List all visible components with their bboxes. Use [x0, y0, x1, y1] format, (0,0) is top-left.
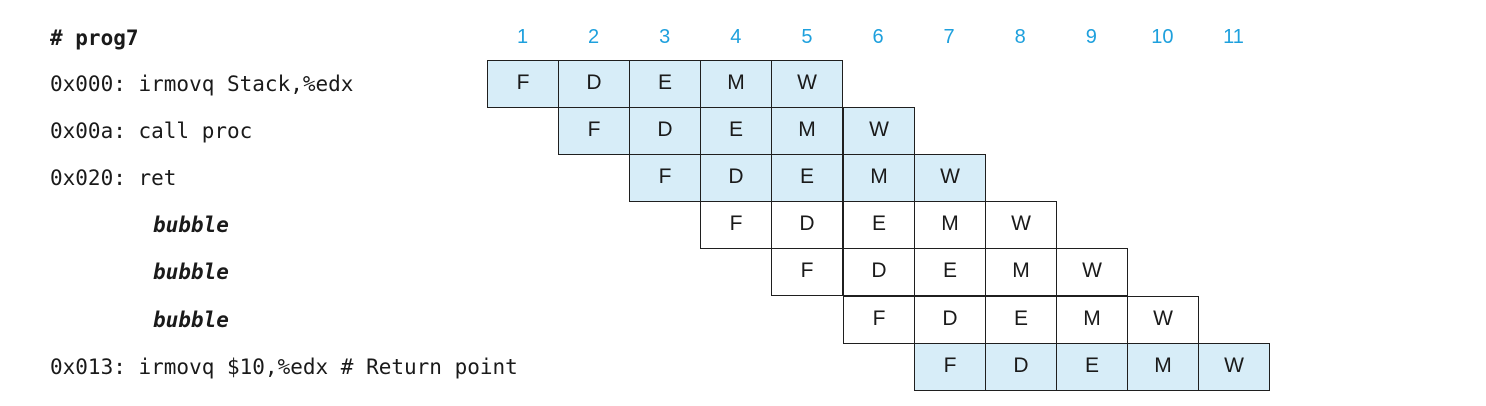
stage-E-cell: E — [629, 60, 701, 108]
stage-D-cell: D — [771, 201, 843, 249]
stage-F-cell: F — [629, 154, 701, 202]
stage-F-cell: F — [700, 201, 772, 249]
stage-W-cell: W — [771, 60, 843, 108]
stage-E-cell: E — [843, 201, 915, 249]
stage-F-cell: F — [558, 107, 630, 155]
cycle-number-11: 11 — [1223, 26, 1244, 48]
stage-F-cell: F — [771, 248, 843, 296]
stage-E-cell: E — [914, 248, 986, 296]
instruction-label: 0x020: ret — [50, 166, 177, 191]
cycle-number-2: 2 — [588, 26, 600, 48]
stage-M-cell: M — [843, 154, 915, 202]
cycle-number-4: 4 — [730, 26, 742, 48]
stage-M-cell: M — [1056, 296, 1128, 344]
stage-W-cell: W — [914, 154, 986, 202]
bubble-label: bubble — [153, 260, 229, 285]
cycle-number-9: 9 — [1085, 26, 1097, 48]
instruction-label: 0x000: irmovq Stack,%edx — [50, 72, 354, 96]
instruction-label: 0x013: irmovq $10,%edx # Return point — [50, 354, 518, 379]
stage-D-cell: D — [558, 60, 630, 108]
stage-W-cell: W — [1127, 296, 1199, 344]
stage-E-cell: E — [771, 154, 843, 202]
cycle-number-3: 3 — [659, 26, 671, 48]
stage-M-cell: M — [1127, 343, 1199, 391]
stage-W-cell: W — [1056, 248, 1128, 296]
cycle-number-10: 10 — [1151, 26, 1174, 48]
cycle-number-7: 7 — [943, 26, 955, 48]
cycle-number-6: 6 — [872, 26, 884, 48]
bubble-label: bubble — [153, 307, 229, 332]
bubble-label: bubble — [153, 213, 229, 238]
stage-M-cell: M — [771, 107, 843, 155]
instruction-label: 0x00a: call proc — [50, 119, 253, 144]
program-title: # prog7 — [50, 26, 139, 50]
stage-D-cell: D — [914, 296, 986, 344]
stage-D-cell: D — [700, 154, 772, 202]
stage-M-cell: M — [985, 248, 1057, 296]
stage-W-cell: W — [843, 107, 915, 155]
stage-W-cell: W — [985, 201, 1057, 249]
cycle-number-1: 1 — [516, 26, 529, 48]
stage-W-cell: W — [1198, 343, 1270, 391]
stage-M-cell: M — [700, 60, 772, 108]
stage-D-cell: D — [629, 107, 701, 155]
cycle-number-5: 5 — [801, 26, 813, 48]
stage-F-cell: F — [843, 296, 915, 344]
stage-F-cell: F — [914, 343, 986, 391]
stage-D-cell: D — [843, 248, 915, 296]
cycle-number-8: 8 — [1014, 26, 1026, 48]
stage-E-cell: E — [700, 107, 772, 155]
stage-F-cell: F — [487, 60, 559, 108]
stage-D-cell: D — [985, 343, 1057, 391]
stage-E-cell: E — [1056, 343, 1128, 391]
stage-E-cell: E — [985, 296, 1057, 344]
stage-M-cell: M — [914, 201, 986, 249]
